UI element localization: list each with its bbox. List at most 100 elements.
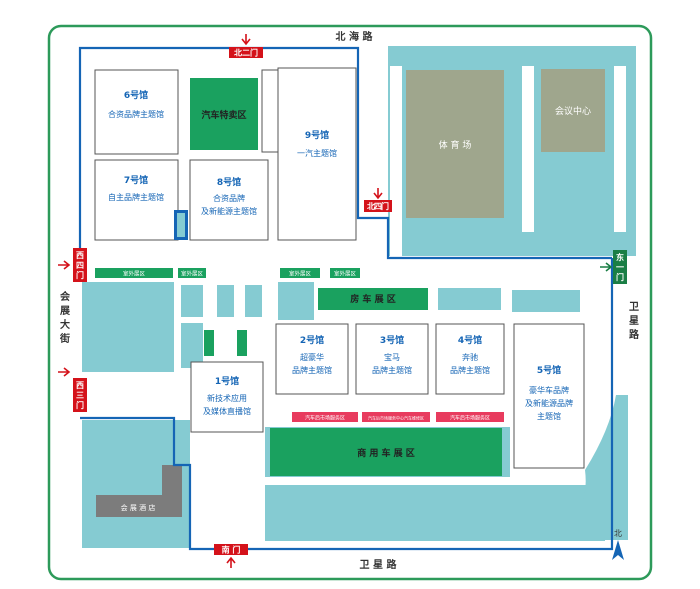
hall-1-title: 1号馆 (215, 375, 239, 387)
gate-west-3-arrow-icon (58, 367, 71, 377)
gate-east-1-label-3: 门 (616, 272, 624, 282)
hall-3-desc-2: 品牌主题馆 (372, 365, 412, 375)
hall-1-desc-2: 及媒体直播馆 (203, 406, 251, 416)
hall-3[interactable] (355, 323, 429, 395)
auto-special-sale-zone[interactable] (190, 78, 258, 150)
hall-6-desc: 合资品牌主题馆 (108, 109, 164, 119)
outdoor-zone-6[interactable] (237, 330, 247, 356)
service-zone-1[interactable] (292, 412, 358, 422)
auto-special-sale-label: 汽车特卖区 (201, 109, 246, 121)
south-teal-bottom (265, 485, 605, 541)
hall-8-title: 8号馆 (217, 176, 241, 188)
road-east-2: 星 (629, 315, 639, 327)
hall-4-desc-1: 奔驰 (462, 352, 478, 362)
hall-5-title: 5号馆 (537, 364, 561, 376)
blue-boundary-south (80, 258, 614, 551)
teal-block-g (512, 290, 580, 312)
hall-6-title: 6号馆 (124, 89, 148, 101)
hall-2-desc-1: 超豪华 (300, 352, 324, 362)
hall-2-title: 2号馆 (300, 334, 324, 346)
commercial-vehicle-label: 商 用 车 展 区 (357, 447, 415, 459)
service-zone-1-label: 汽车后市场服务区 (305, 415, 345, 422)
hall-5-desc-2: 及新能源品牌 (525, 398, 573, 408)
hall-4[interactable] (435, 323, 505, 395)
outdoor-zone-2-label: 室外展区 (181, 270, 204, 278)
service-zone-2[interactable] (362, 412, 430, 422)
gate-north-4-label-3: 门 (381, 201, 389, 211)
hall-9[interactable] (277, 67, 357, 241)
blue-boundary-north (78, 46, 612, 278)
road-west-4: 街 (59, 332, 70, 345)
gate-west-4-arrow-icon (58, 260, 71, 270)
teal-block-f (438, 288, 501, 310)
gate-north-2[interactable] (229, 47, 263, 58)
hall-5-desc-3: 主题馆 (537, 411, 561, 421)
east-area-strip (510, 66, 522, 166)
teal-block-c (245, 285, 262, 317)
west-teal-block (82, 282, 174, 372)
gate-west-4[interactable] (73, 248, 87, 282)
gate-west-4-label-3: 门 (76, 270, 84, 280)
teal-block-d (181, 323, 203, 368)
hall-5-desc-1: 豪华车品牌 (529, 385, 569, 395)
outdoor-zone-2[interactable] (178, 268, 206, 278)
hall-7-desc: 自主品牌主题馆 (108, 192, 164, 202)
gate-west-3-label-3: 门 (76, 400, 84, 410)
compass-label: 北 (614, 529, 622, 538)
outdoor-zone-4-label: 室外展区 (334, 270, 357, 278)
hall-2[interactable] (275, 323, 349, 395)
teal-block-b (217, 285, 234, 317)
gate-south[interactable] (214, 544, 248, 555)
east-area-gap3 (614, 66, 626, 256)
gate-north-2-arrow-icon (241, 34, 251, 46)
gate-north-4-arrow-icon (373, 188, 383, 200)
hotel (96, 495, 176, 517)
hall-9-desc: 一汽主题馆 (297, 148, 337, 158)
service-zone-3[interactable] (436, 412, 504, 422)
hall-3-title: 3号馆 (380, 334, 404, 346)
gate-south-arrow-icon (226, 556, 236, 568)
hall-4-desc-2: 品牌主题馆 (450, 365, 490, 375)
outdoor-zone-4[interactable] (330, 268, 360, 278)
gate-east-1-arrow-icon (600, 262, 613, 272)
conference-center-label: 会议中心 (555, 105, 591, 117)
north-compass-icon: 北 (612, 529, 624, 560)
gate-west-3-label-1: 西 (76, 381, 84, 390)
gate-south-label: 南 门 (222, 545, 241, 555)
service-zone-2-label: 汽车后市场服务中心汽车维修区 (368, 415, 424, 421)
hall-5[interactable] (513, 323, 585, 469)
conference-center (541, 69, 605, 152)
hall-7-title: 7号馆 (124, 174, 148, 186)
rv-exhibition-zone[interactable] (318, 288, 428, 310)
road-south: 卫 星 路 (360, 558, 398, 571)
hall-8[interactable] (189, 159, 269, 241)
gate-west-3[interactable] (73, 378, 87, 412)
hotel-label: 会 展 酒 店 (121, 503, 156, 512)
road-east-3: 路 (629, 328, 640, 341)
outdoor-zone-3[interactable] (280, 268, 320, 278)
outdoor-zone-1[interactable] (95, 268, 173, 278)
gate-west-3-label-2: 三 (76, 391, 84, 400)
gate-north-4[interactable] (364, 200, 392, 212)
hall-4-title: 4号馆 (458, 334, 482, 346)
gate-east-1[interactable] (613, 250, 627, 284)
gate-north-4-label-1: 北 (367, 201, 375, 211)
service-zone-3-label: 汽车后市场服务区 (450, 415, 490, 422)
east-area-gap (522, 66, 534, 256)
hall-7[interactable] (94, 159, 179, 241)
hall-9-title: 9号馆 (305, 129, 329, 141)
outdoor-zone-5[interactable] (204, 330, 214, 356)
hall-8-desc-2: 及新能源主题馆 (201, 206, 257, 216)
hall-1[interactable] (190, 361, 264, 433)
hall-9-wing (261, 69, 279, 153)
hall-6[interactable] (94, 69, 179, 155)
gate-east-1-label-2: 一 (616, 263, 624, 272)
outdoor-zone-3-label: 室外展区 (289, 270, 312, 278)
road-north: 北 海 路 (336, 30, 374, 43)
commercial-vehicle-zone[interactable] (270, 428, 502, 476)
rv-exhibition-label: 房 车 展 区 (350, 293, 395, 305)
hotel-tower (162, 465, 182, 517)
road-west-2: 展 (60, 305, 70, 317)
gate-east-1-label-1: 东 (616, 252, 624, 262)
